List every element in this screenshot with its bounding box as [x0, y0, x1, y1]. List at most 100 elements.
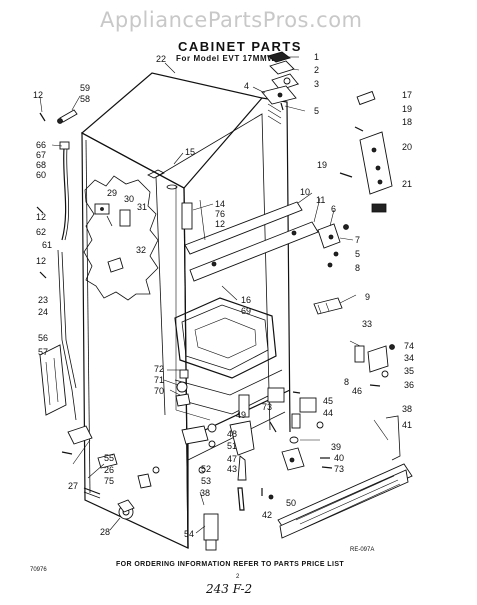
callout-8b: 8	[344, 377, 349, 387]
callout-12d: 12	[36, 256, 46, 266]
callout-9: 9	[365, 292, 370, 302]
screws-left	[36, 112, 47, 279]
callout-38a: 38	[402, 404, 412, 414]
top-face-details	[147, 103, 282, 190]
callout-57: 57	[38, 347, 48, 357]
callout-30: 30	[124, 194, 134, 204]
callout-8: 8	[355, 263, 360, 273]
callout-67: 67	[36, 150, 46, 160]
callout-18: 18	[402, 117, 412, 127]
kickplate-grille	[277, 415, 413, 539]
callout-59: 59	[80, 83, 90, 93]
callout-5b: 5	[355, 249, 360, 259]
leader-lines	[39, 56, 389, 534]
callout-12c: 12	[36, 212, 46, 222]
callout-43: 43	[227, 464, 237, 474]
heater-wire	[57, 249, 77, 421]
inset-detail	[83, 175, 159, 301]
callout-32: 32	[136, 245, 146, 255]
crisper-tray	[174, 297, 285, 421]
hinge-lower-right	[354, 344, 395, 387]
callout-15: 15	[185, 147, 195, 157]
callout-62: 62	[36, 227, 46, 237]
drain-tube	[59, 141, 70, 241]
bottom-center-parts	[181, 420, 277, 481]
callout-10: 10	[300, 187, 310, 197]
callout-50: 50	[286, 498, 296, 508]
callout-76: 76	[215, 209, 225, 219]
callout-33: 33	[362, 319, 372, 329]
callout-38b: 38	[200, 488, 210, 498]
callout-41: 41	[402, 420, 412, 430]
callout-7: 7	[355, 235, 360, 245]
callout-19: 19	[402, 104, 412, 114]
callout-56: 56	[38, 333, 48, 343]
callout-3: 3	[314, 79, 319, 89]
callout-34: 34	[404, 353, 414, 363]
callout-69: 69	[241, 306, 251, 316]
callout-75: 75	[104, 476, 114, 486]
callout-68: 68	[36, 160, 46, 170]
callout-2: 2	[314, 65, 319, 75]
callout-31: 31	[137, 202, 147, 212]
callout-73b: 73	[334, 464, 344, 474]
callout-14: 14	[215, 199, 225, 209]
callout-1: 1	[314, 52, 319, 62]
callout-28: 28	[100, 527, 110, 537]
callout-54: 54	[184, 529, 194, 539]
callout-72: 72	[154, 364, 164, 374]
catalog-code: 70976	[30, 567, 47, 573]
callout-27: 27	[68, 481, 78, 491]
callout-49: 49	[236, 410, 246, 420]
callout-48: 48	[227, 429, 237, 439]
center-right-parts	[281, 391, 333, 471]
bottom-hardware	[175, 369, 285, 418]
callout-60: 60	[36, 170, 46, 180]
callout-46: 46	[352, 386, 362, 396]
callout-21: 21	[402, 179, 412, 189]
callout-19b: 19	[317, 160, 327, 170]
diagram-title: CABINET PARTS	[178, 39, 302, 54]
callout-39: 39	[331, 442, 341, 452]
callout-74: 74	[404, 341, 414, 351]
callout-66: 66	[36, 140, 46, 150]
figure-code: RE-097A	[350, 547, 374, 553]
callout-5: 5	[314, 106, 319, 116]
callout-36: 36	[404, 380, 414, 390]
page-number: 2	[236, 574, 240, 580]
callout-23: 23	[38, 295, 48, 305]
divider-rails	[181, 199, 319, 282]
callout-11: 11	[316, 195, 325, 205]
callout-35: 35	[404, 366, 414, 376]
callout-24: 24	[38, 307, 48, 317]
hinge-bracket-right	[339, 90, 393, 213]
hinge-pin	[57, 109, 78, 124]
callout-17: 17	[402, 90, 412, 100]
watermark: AppliancePartsPros.com	[100, 8, 363, 32]
callout-20: 20	[402, 142, 412, 152]
bottom-parts-2	[198, 466, 274, 551]
callout-6: 6	[331, 204, 336, 214]
callout-44: 44	[323, 408, 333, 418]
callout-22: 22	[156, 54, 166, 64]
callout-labels: 1 2 3 4 5 22 12 59 58 66 67 68 60 15 14 …	[33, 52, 414, 539]
callout-51: 51	[227, 441, 237, 451]
callout-45: 45	[323, 396, 333, 406]
part-9-clip	[313, 297, 343, 315]
callout-52: 52	[201, 464, 211, 474]
callout-53: 53	[201, 476, 211, 486]
callout-16: 16	[241, 295, 251, 305]
handwritten-note: 243 F-2	[205, 582, 252, 596]
callout-47: 47	[227, 454, 237, 464]
ordering-footer: FOR ORDERING INFORMATION REFER TO PARTS …	[116, 561, 344, 568]
callout-55: 55	[104, 453, 114, 463]
roller-leveler	[83, 487, 135, 520]
callout-29: 29	[107, 188, 117, 198]
callout-4: 4	[244, 81, 249, 91]
callout-73a: 73	[262, 402, 272, 412]
side-bracket	[39, 344, 67, 416]
callout-71: 71	[154, 375, 164, 385]
callout-61: 61	[42, 240, 52, 250]
lower-left-parts	[61, 425, 160, 489]
